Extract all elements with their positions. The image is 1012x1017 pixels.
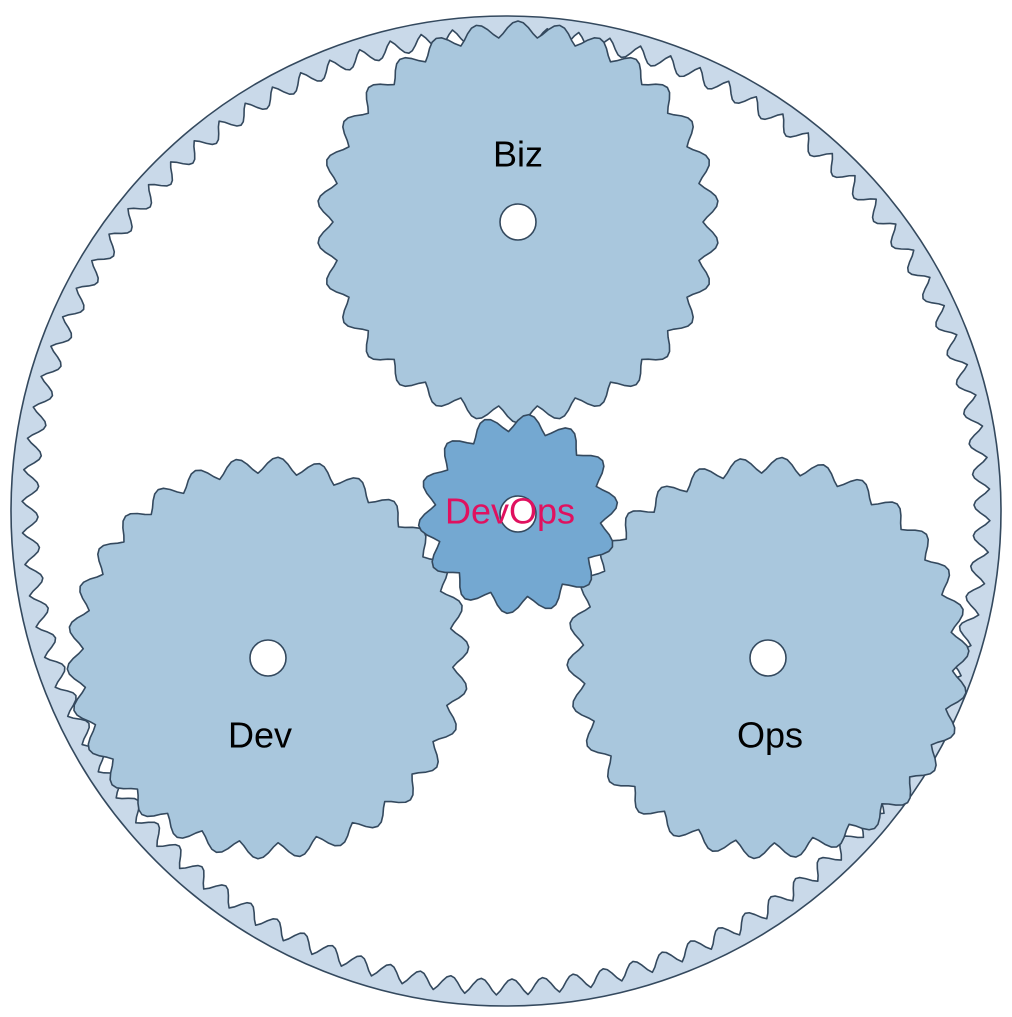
ring-gear	[10, 15, 1002, 1007]
sun-gear-devops: DevOps	[417, 413, 619, 615]
planet-gear-biz: Biz	[317, 20, 719, 424]
planet-gear-ops: Ops	[566, 456, 970, 860]
dev-label: Dev	[228, 715, 292, 756]
devops-gear-axle-hole	[499, 495, 537, 533]
planet-gear-dev: Dev	[66, 456, 470, 860]
dev-gear-axle-hole	[249, 639, 287, 677]
biz-gear-axle-hole	[499, 203, 537, 241]
ring-gear-shape	[10, 15, 1002, 1007]
biz-label: Biz	[493, 134, 543, 175]
devops-label: DevOps	[445, 491, 575, 532]
ops-gear-axle-hole	[749, 639, 787, 677]
ops-label: Ops	[737, 715, 803, 756]
